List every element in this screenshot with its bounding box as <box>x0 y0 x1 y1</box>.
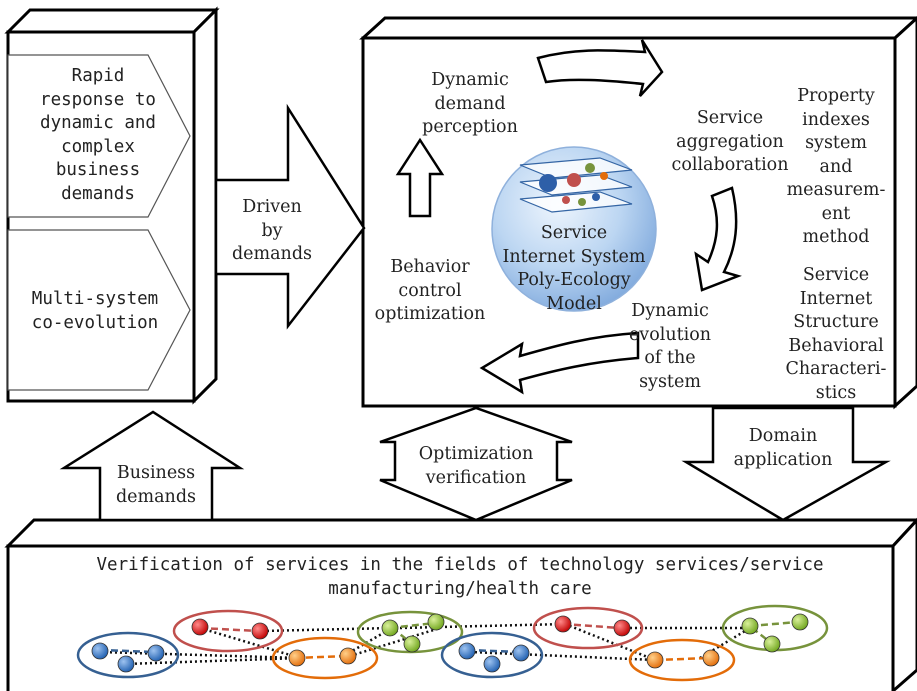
group-blue-outline <box>76 631 180 679</box>
service-aggregation-label: Service aggregation collaboration <box>671 108 789 175</box>
left-top-chevron <box>7 54 191 218</box>
cycle-arrow-left <box>395 137 445 218</box>
bottom-panel-side-face <box>891 517 917 691</box>
business-demands-label: Business demands <box>115 463 197 507</box>
left-panel-top-face <box>4 8 220 34</box>
driven-by-demands-label: Driven by demands <box>231 197 313 264</box>
business-demands-arrow <box>59 410 245 522</box>
left-bottom-label: Multi-system co-evolution <box>31 289 159 333</box>
left-top-label: Rapid response to dynamic and complex bu… <box>40 66 156 204</box>
domain-application-arrow <box>681 406 891 522</box>
poly-ecology-model-label: Service Internet System Poly-Ecology Mod… <box>502 223 646 314</box>
behavior-control-label: Behavior control optimization <box>374 257 486 324</box>
service-internet-structure-label: Service Internet Structure Behavioral Ch… <box>785 265 887 403</box>
optimization-verification-arrow <box>379 406 573 522</box>
left-panel-side-face <box>192 6 218 405</box>
dynamic-evolution-label: Dynamic evolution of the system <box>628 301 712 392</box>
group-orange-outline <box>628 638 736 682</box>
cycle-arrow-bottom <box>479 331 640 395</box>
driven-by-demands-arrow <box>214 103 366 330</box>
cycle-arrow-top <box>536 39 664 97</box>
optimization-verification-label: Optimization verification <box>418 444 534 488</box>
cycle-arrow-right <box>694 186 742 292</box>
domain-application-label: Domain application <box>733 426 833 470</box>
group-blue-outline <box>440 631 544 679</box>
main-panel-side-face <box>893 15 917 410</box>
group-red-outline <box>172 609 284 653</box>
network-illustration <box>76 604 829 682</box>
property-indexes-label: Property indexes system and measurem- en… <box>786 86 886 247</box>
group-orange-outline <box>271 636 379 680</box>
main-panel-top-face <box>359 16 917 40</box>
left-bottom-chevron <box>7 229 191 391</box>
group-red-outline <box>532 606 644 650</box>
poly-ecology-sphere <box>491 146 657 312</box>
bottom-panel-top-face <box>4 518 917 548</box>
bottom-panel-title: Verification of services in the fields o… <box>96 555 824 599</box>
dynamic-demand-perception-label: Dynamic demand perception <box>422 70 518 137</box>
